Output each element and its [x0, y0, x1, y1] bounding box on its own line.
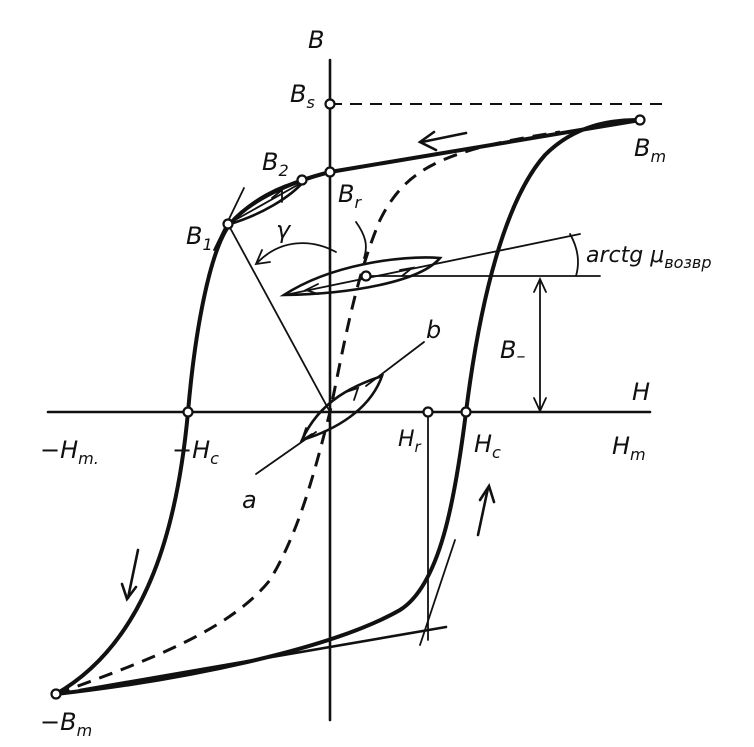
b1-to-origin-line	[227, 223, 331, 413]
point-br	[324, 166, 336, 178]
middle-arrow-right	[399, 266, 416, 277]
label-gamma: γ	[276, 216, 292, 244]
label-axis-h: H	[632, 378, 650, 406]
label-hc: Hc	[474, 430, 501, 462]
label-arctg: arctg μвозвр	[586, 243, 712, 272]
b-minus-arrow-bottom	[533, 397, 547, 414]
origin-arrow-down	[300, 427, 313, 443]
origin-arrow-up	[345, 386, 360, 401]
b1-to-b2-line	[227, 177, 311, 225]
label-hr: Hr	[398, 427, 422, 456]
label-small-a: a	[242, 486, 257, 514]
point-bm	[634, 114, 646, 126]
gamma-arrow-head	[254, 249, 271, 266]
br-leader	[355, 221, 367, 259]
label-bs: Bs	[290, 80, 315, 112]
point-neg-bm	[50, 688, 62, 700]
leader-a	[255, 431, 317, 475]
label-bm-top: Bm	[634, 134, 666, 166]
label-hm: Hm	[612, 432, 646, 464]
label-small-b: b	[426, 316, 441, 344]
arrow-top-left	[417, 130, 468, 152]
b2-loop-arrow	[271, 188, 283, 203]
arrow-down-left	[120, 548, 140, 602]
b-minus-arrow-top	[533, 276, 547, 293]
label-neg-hc: −Hc	[172, 436, 219, 468]
point-b2	[296, 174, 308, 186]
point-bs	[324, 98, 336, 110]
point-neg-hc	[182, 406, 194, 418]
middle-arrow-left	[303, 283, 319, 295]
point-hr	[422, 406, 434, 418]
label-neg-hm: −Hm.	[40, 436, 99, 468]
lower-tangent-line	[78, 625, 448, 692]
label-axis-b: B	[308, 26, 324, 54]
middle-loop-point	[360, 270, 372, 282]
label-neg-bm: −Bm	[40, 708, 92, 740]
label-b2: B2	[262, 148, 289, 180]
arctg-angle-arc	[569, 233, 579, 277]
leader-b	[365, 341, 425, 387]
point-hc	[460, 406, 472, 418]
middle-recoil-loop	[279, 256, 443, 297]
label-b-minus: B–	[500, 336, 525, 367]
point-b1	[222, 218, 234, 230]
gamma-angle-arc	[257, 242, 337, 263]
label-b1: B1	[186, 222, 213, 254]
arrow-up-right	[476, 482, 496, 537]
recoil-tangent-line	[419, 539, 456, 646]
recoil-slope-line	[289, 233, 581, 295]
label-br: Br	[338, 180, 362, 212]
origin-minor-loop	[299, 373, 385, 443]
